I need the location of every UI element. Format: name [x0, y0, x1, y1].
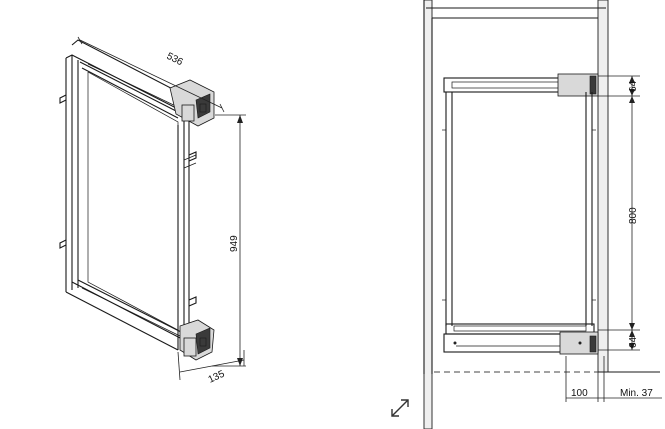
dim-label-949: 949 — [229, 235, 240, 252]
dim-label-top-64: 64 — [628, 80, 639, 92]
bottom-rail — [65, 291, 179, 351]
expand-arrow-icon[interactable] — [391, 399, 409, 417]
dim-label-536: 536 — [165, 51, 185, 69]
top-runner-mechanism — [169, 79, 215, 127]
dim-line-536 — [79, 39, 223, 109]
dim-label-100: 100 — [571, 388, 588, 399]
dim-label-bottom-64: 64 — [628, 336, 639, 348]
bottom-runner-mechanism — [179, 319, 215, 361]
dim-label-800: 800 — [628, 207, 639, 224]
isometric-basket-view: 536 949 135 — [59, 36, 246, 386]
dim-label-135: 135 — [207, 369, 227, 386]
dim-label-min37: Min. 37 — [620, 388, 653, 399]
top-bracket — [557, 73, 599, 97]
front-elevation-view: 64 800 64 100 Min. 37 — [423, 0, 662, 429]
dim-line-135 — [179, 359, 245, 373]
cabinet-wall-right — [597, 0, 609, 373]
cabinet-wall-left — [423, 0, 433, 429]
basket-panel — [87, 71, 179, 331]
